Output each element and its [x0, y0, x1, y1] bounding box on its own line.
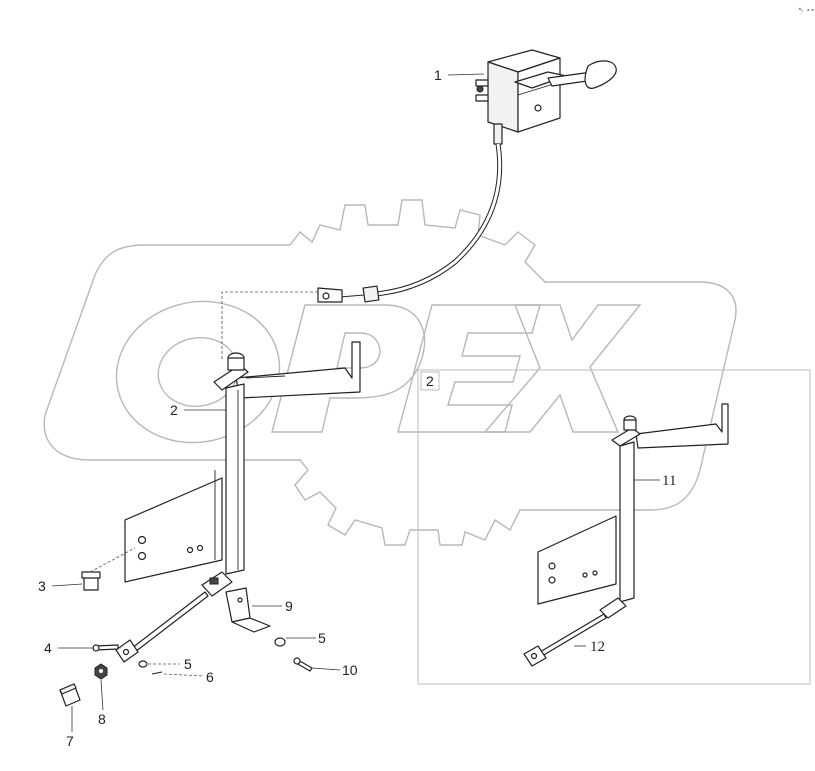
detail-plate-hole-2: [548, 576, 556, 584]
side-plate: [124, 477, 223, 583]
detail-frame-border: [417, 369, 811, 685]
detail-pivot-plate: [611, 427, 641, 447]
cable-inner: [375, 143, 502, 296]
part-10-bolt: [293, 657, 313, 672]
detail-vertical-tube: [619, 441, 635, 603]
cable-clevis: [317, 287, 343, 303]
vertical-tube: [225, 383, 245, 575]
small-bracket-back: [225, 587, 251, 623]
callout-2: 2: [170, 402, 178, 418]
cable-clevis-pin: [322, 292, 330, 300]
callout-labels: 1 2 2 3 4 5 5 6 7 8 9 10 11 12: [38, 67, 676, 749]
detail-bracket-assembly: [523, 403, 729, 667]
callout-4: 4: [44, 640, 52, 656]
bracket-top-arm-edge: [245, 375, 286, 379]
side-plate-hole-1: [137, 535, 147, 545]
cable-outer: [375, 143, 503, 297]
callout-12: 12: [590, 639, 605, 655]
lower-clamp-bolt: [209, 577, 219, 585]
lever-box-stud-top: [475, 79, 489, 87]
watermark-logo: [43, 199, 737, 546]
detail-top-arm: [635, 403, 729, 449]
detail-pivot-boss: [623, 419, 637, 431]
cable-rod: [339, 294, 365, 298]
callout-11: 11: [662, 473, 676, 489]
part-7-cap: [59, 683, 81, 707]
part-1-control-cable: [317, 143, 503, 303]
part-2-bracket-assembly: [115, 341, 361, 663]
watermark-letter-x: [483, 304, 642, 433]
lever-box-stud-bottom: [475, 94, 489, 102]
hex-nut-hole: [99, 669, 103, 673]
callout-3: 3: [38, 578, 46, 594]
bracket-top-arm: [235, 341, 361, 399]
part-9-small-bracket: [225, 587, 271, 633]
part-6-cotter-pin: [151, 671, 163, 675]
watermark-letter-e: [397, 304, 541, 433]
detail-link-clevis-pin: [530, 652, 538, 660]
cable-fitting: [493, 123, 503, 145]
lever-box-nut: [476, 85, 484, 93]
pivot-plate: [213, 364, 249, 391]
callout-7: 7: [66, 733, 74, 749]
lever-box-front: [487, 61, 519, 133]
detail-side-plate: [537, 515, 617, 605]
part-3-bolt: [81, 547, 136, 591]
detail-plate-hole-4: [592, 570, 598, 576]
side-plate-hole-4: [196, 544, 204, 552]
cable-end-nut: [362, 285, 380, 303]
detail-plate-hole-3: [582, 572, 588, 578]
part-4-clevis-pin: [92, 644, 119, 652]
detail-plate-hole-1: [548, 562, 556, 570]
leader-8: [100, 679, 104, 711]
watermark-gear-outline: [43, 199, 737, 546]
lever-box-screw: [534, 104, 542, 112]
part-1-control-lever: [475, 49, 617, 145]
leader-1: [447, 73, 485, 76]
bolt-reference-line: [89, 547, 136, 573]
callout-5-right: 5: [318, 630, 326, 646]
callout-6: 6: [206, 669, 214, 685]
side-plate-hole-2: [137, 551, 147, 561]
lever-knob: [584, 60, 617, 89]
bolt-head: [81, 571, 101, 579]
callout-5-left: 5: [184, 656, 192, 672]
leader-10: [311, 667, 341, 671]
small-bracket-foot: [231, 617, 271, 633]
detail-frame-tag: [420, 371, 440, 391]
callout-10: 10: [342, 662, 358, 678]
part-5-washer-right: [274, 637, 286, 647]
part-5-washer-left: [138, 660, 148, 668]
link-clevis-pin: [122, 648, 130, 656]
part-8-hex-nut: [94, 663, 108, 680]
detail-frame: [417, 369, 811, 685]
watermark-letter-p: [271, 304, 426, 433]
leader-lines: [51, 73, 660, 732]
bolt-10-head: [293, 657, 301, 665]
callout-1: 1: [434, 67, 442, 83]
leader-6: [163, 673, 205, 677]
link-rod: [131, 591, 209, 653]
small-bracket-hole: [237, 597, 243, 603]
cap-top: [59, 683, 77, 695]
corner-mark: ↖ ∙∙∙: [798, 6, 815, 14]
callout-2-detail-tag: 2: [426, 373, 434, 389]
clevis-reference-line: [221, 291, 318, 360]
watermark-letter-o: [115, 300, 281, 444]
callout-9: 9: [285, 598, 293, 614]
side-plate-hole-3: [186, 546, 194, 554]
leader-3: [51, 583, 83, 587]
pivot-boss: [227, 357, 245, 371]
callout-8: 8: [98, 711, 106, 727]
